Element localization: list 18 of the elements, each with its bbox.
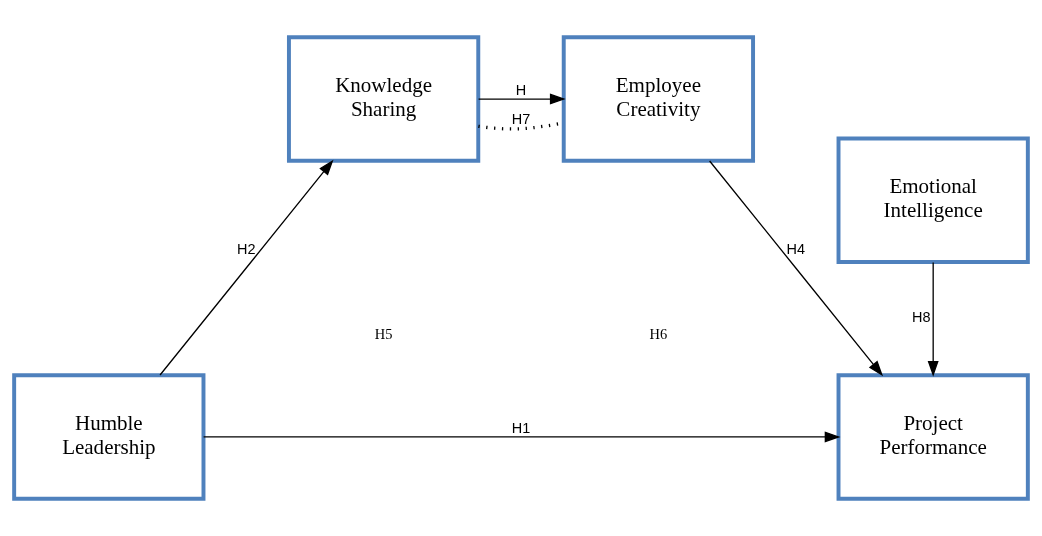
node-box: Emotional Intelligence [836, 136, 1030, 265]
arrow [202, 431, 841, 443]
edge-label: H [515, 81, 527, 98]
node-box: Project Performance [836, 373, 1030, 501]
arrow [708, 160, 884, 377]
node-box: Employee Creativity [561, 35, 756, 163]
label: H5 [374, 326, 393, 343]
arrow [477, 93, 566, 105]
arrow [927, 261, 939, 377]
arrow [159, 159, 334, 376]
edge-label: H7 [511, 110, 531, 127]
label: H6 [649, 326, 668, 343]
node-box: Humble Leadership [12, 373, 206, 501]
node-box: Knowledge Sharing [286, 35, 481, 163]
edge-label: H4 [786, 240, 806, 257]
edge-label: H2 [236, 240, 256, 257]
edge-label: H1 [511, 419, 531, 436]
edge-label: H8 [912, 309, 931, 326]
